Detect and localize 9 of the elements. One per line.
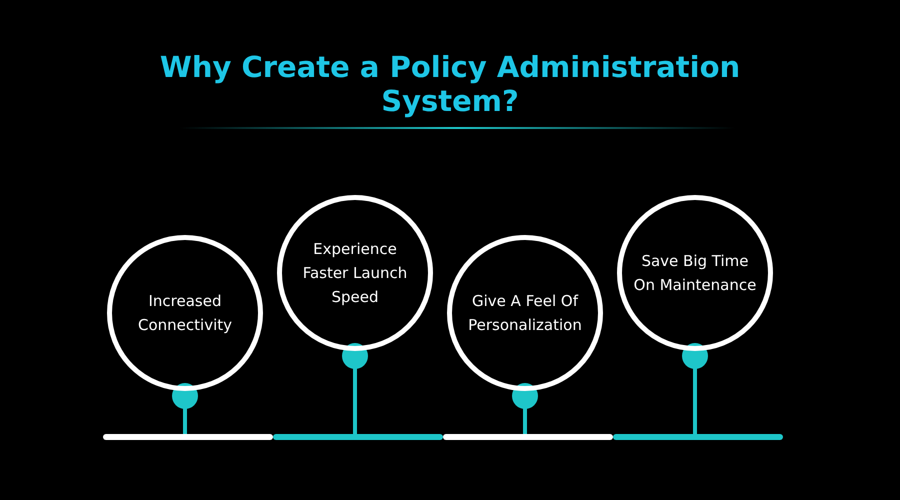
node-label: Give A Feel Of Personalization xyxy=(467,291,583,336)
circle-node xyxy=(107,235,263,391)
node-label: Experience Faster Launch Speed xyxy=(302,239,408,308)
node-label: Increased Connectivity xyxy=(137,291,233,336)
circle-node xyxy=(617,195,773,351)
circle-node xyxy=(277,195,433,351)
node-label: Save Big Time On Maintenance xyxy=(632,251,758,296)
title: Why Create a Policy Administration System? xyxy=(158,50,742,118)
circle-node xyxy=(447,235,603,391)
